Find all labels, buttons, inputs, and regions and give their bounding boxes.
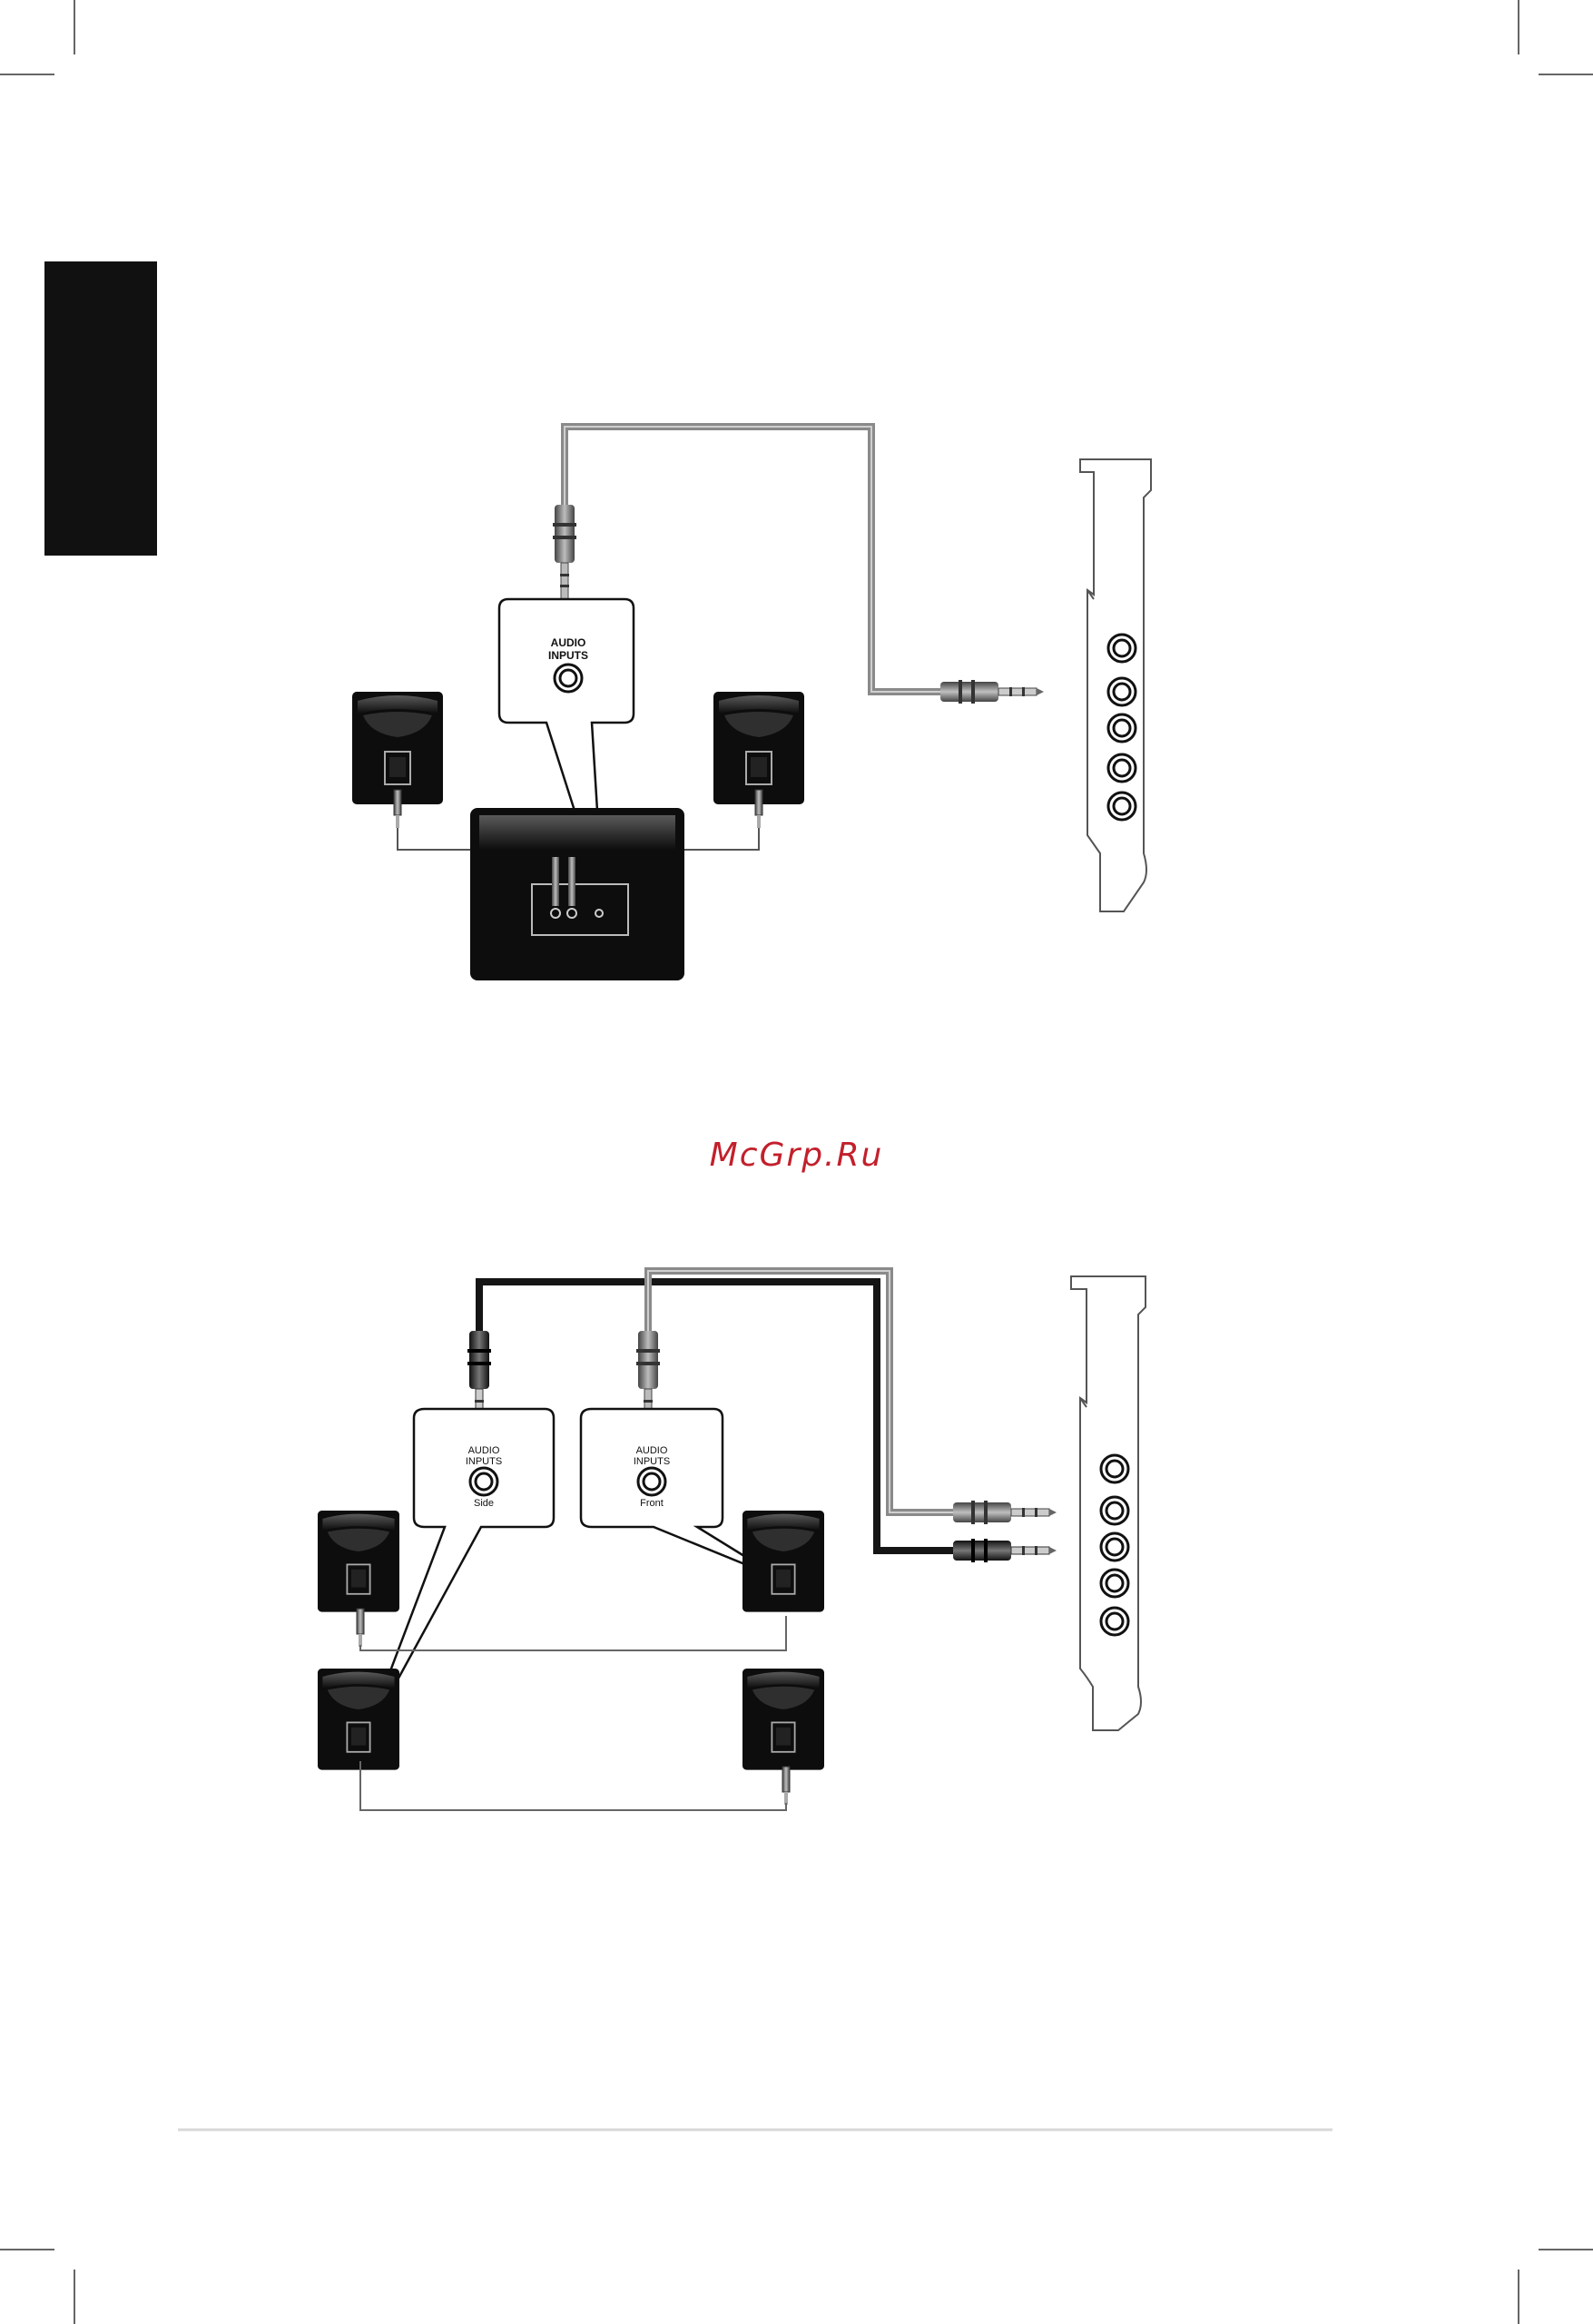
- audio-jack-icon: [555, 665, 582, 692]
- callout-label-audio: AUDIO: [551, 636, 586, 649]
- audio-jack-icon: [638, 1468, 665, 1495]
- audio-jack-icon: [470, 1468, 497, 1495]
- callout-label-inputs: INPUTS: [548, 649, 588, 662]
- stereo-plug-icon: [953, 1539, 1057, 1562]
- front-label-inputs: INPUTS: [634, 1456, 670, 1467]
- front-label-audio: AUDIO: [636, 1445, 668, 1456]
- speaker-rear-right-icon: [742, 1669, 824, 1770]
- stereo-plug-icon: [953, 1501, 1057, 1524]
- subwoofer-icon: [470, 808, 684, 980]
- speaker-front-left-icon: [318, 1511, 399, 1612]
- side-label-name: Side: [474, 1498, 494, 1509]
- speaker-left-icon: [352, 692, 443, 804]
- side-label-inputs: INPUTS: [466, 1456, 502, 1467]
- side-label-audio: AUDIO: [468, 1445, 500, 1456]
- speaker-front-right-icon: [742, 1511, 824, 1612]
- sound-card-bracket-icon: [1071, 1276, 1146, 1730]
- diagram-4ch: AUDIO INPUTS Side AUDIO INPUTS Front: [318, 1271, 1146, 1810]
- stereo-plug-icon: [940, 680, 1044, 704]
- speaker-rear-left-icon: [318, 1669, 399, 1770]
- sound-card-bracket-icon: [1080, 459, 1151, 911]
- speaker-right-icon: [713, 692, 804, 804]
- stereo-plug-icon: [553, 505, 576, 606]
- diagram-2ch: AUDIO INPUTS: [352, 427, 1151, 980]
- front-label-name: Front: [640, 1498, 664, 1509]
